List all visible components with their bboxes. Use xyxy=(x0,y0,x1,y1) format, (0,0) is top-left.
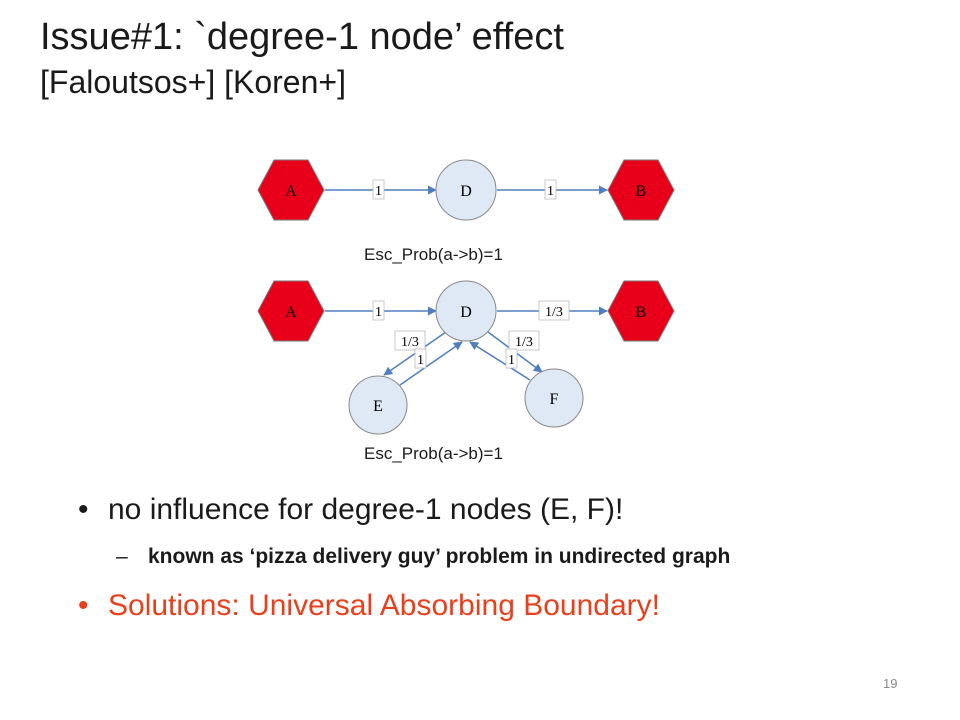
edge-label-box xyxy=(372,300,385,321)
edge-label-box xyxy=(414,348,427,369)
node-a-hexagon xyxy=(257,159,325,221)
title-line-1: Issue#1: `degree-1 node’ effect xyxy=(40,16,564,58)
node-e-label: E xyxy=(373,398,383,415)
bullet-list: no influence for degree-1 nodes (E, F)! … xyxy=(78,490,730,626)
edge-label-a-d-2: 1 xyxy=(375,305,382,320)
caption-diagram-2: Esc_Prob(a->b)=1 xyxy=(364,444,503,463)
edge-label-box xyxy=(544,179,557,200)
edge-label-box xyxy=(508,330,540,351)
node-d-label: D xyxy=(460,304,472,321)
node-b-label: B xyxy=(636,183,647,200)
sub-bullet-pizza: known as ‘pizza delivery guy’ problem in… xyxy=(78,540,730,574)
title-line-2: [Faloutsos+] [Koren+] xyxy=(40,64,346,100)
edge-label-f-d: 1 xyxy=(508,353,515,368)
bullet-degree-1: no influence for degree-1 nodes (E, F)! xyxy=(78,490,730,530)
node-b-hexagon xyxy=(607,280,675,342)
diagram-1: A D B 1 1 xyxy=(257,159,675,221)
bullet-solutions: Solutions: Universal Absorbing Boundary! xyxy=(78,586,730,626)
edge-label-d-b-1: 1 xyxy=(547,184,554,199)
edge-label-box xyxy=(505,348,518,369)
edge-label-box xyxy=(394,330,426,351)
edge-f-d xyxy=(469,341,531,381)
node-d-circle xyxy=(435,280,497,342)
node-a-label: A xyxy=(285,304,297,321)
diagram-2: A D B E F 1 1/3 1/3 1 1/3 1 xyxy=(257,280,675,435)
node-d-circle xyxy=(435,159,497,221)
node-b-label: B xyxy=(636,304,647,321)
edge-e-d xyxy=(399,341,463,386)
edge-label-box xyxy=(372,179,385,200)
node-a-label: A xyxy=(285,183,297,200)
edge-label-a-d-1: 1 xyxy=(375,184,382,199)
node-b-hexagon xyxy=(607,159,675,221)
edge-label-box xyxy=(538,300,570,321)
node-f-label: F xyxy=(550,391,559,408)
edge-label-e-d: 1 xyxy=(417,353,424,368)
edge-label-d-e: 1/3 xyxy=(401,335,419,350)
node-a-hexagon xyxy=(257,280,325,342)
node-f-circle xyxy=(524,368,584,428)
page-number: 19 xyxy=(883,676,898,691)
node-e-circle xyxy=(348,375,408,435)
edge-label-d-f: 1/3 xyxy=(515,335,533,350)
graph-diagrams: A D B 1 1 A D B E F 1 1/3 xyxy=(257,159,675,435)
caption-diagram-1: Esc_Prob(a->b)=1 xyxy=(364,245,503,264)
node-d-label: D xyxy=(460,183,472,200)
slide-title: Issue#1: `degree-1 node’ effect [Falouts… xyxy=(40,14,564,104)
edge-label-d-b-2: 1/3 xyxy=(545,305,563,320)
